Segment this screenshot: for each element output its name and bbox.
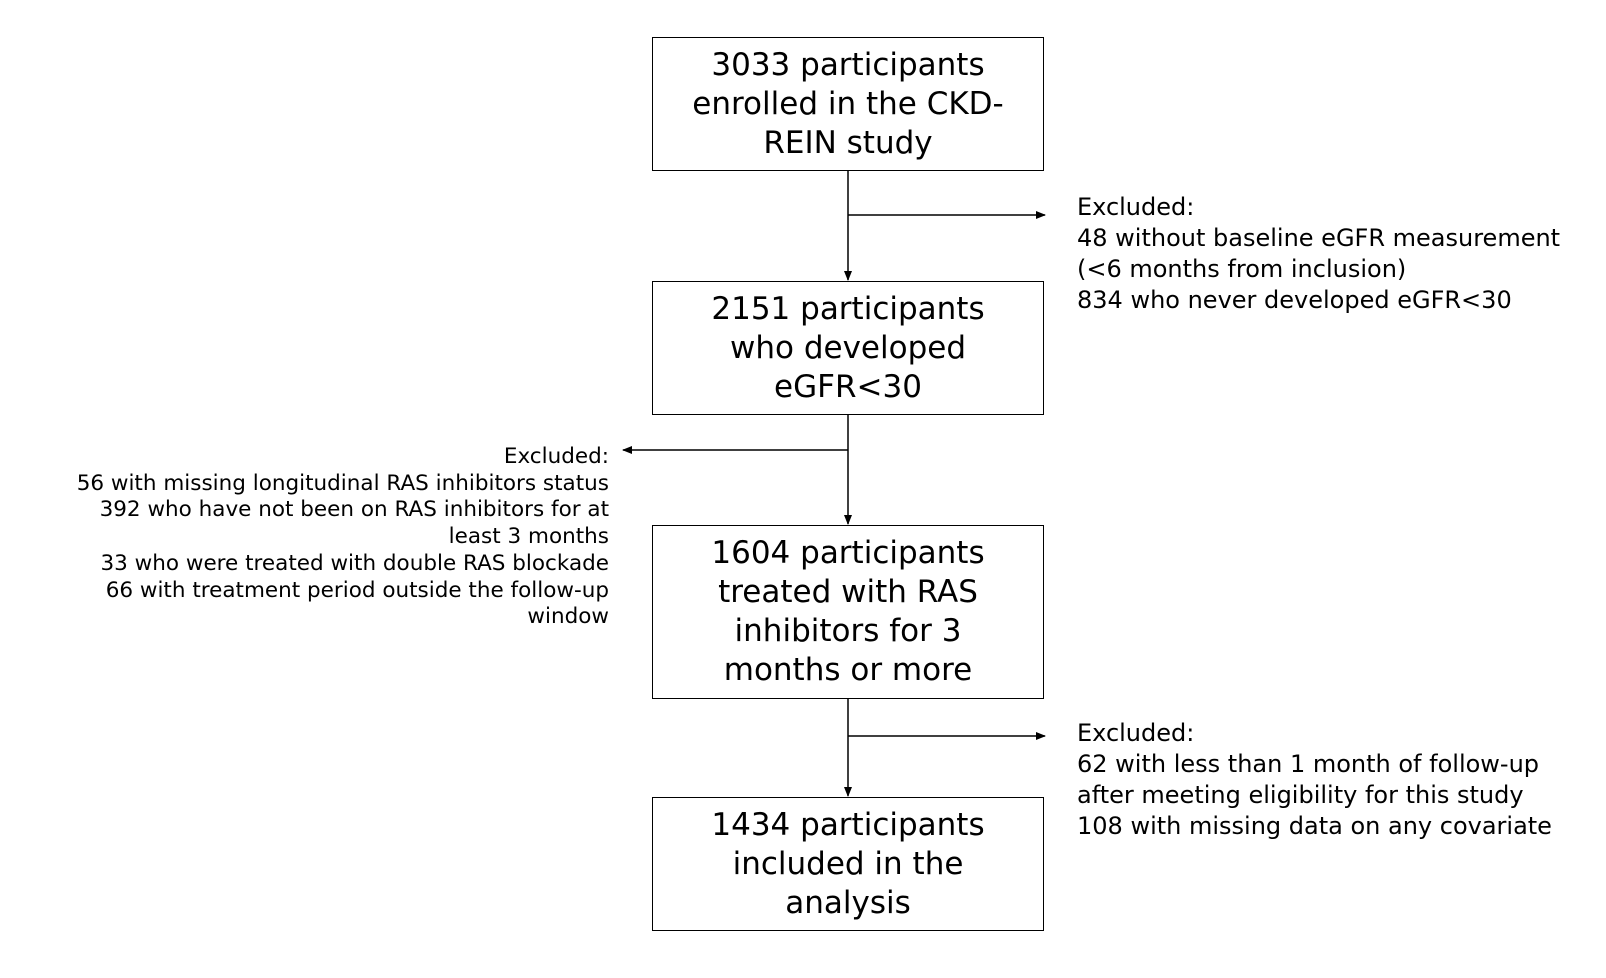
exclusion-1-line-1: 48 without baseline eGFR measurement xyxy=(1077,224,1561,252)
exclusion-note-3: Excluded: 62 with less than 1 month of f… xyxy=(1077,718,1552,842)
exclusion-1-line-2: (<6 months from inclusion) xyxy=(1077,255,1407,283)
exclusion-2-line-4: 33 who were treated with double RAS bloc… xyxy=(100,550,609,576)
exclusion-2-line-3: least 3 months xyxy=(448,524,609,550)
exclusion-2-heading: Excluded: xyxy=(503,444,609,469)
exclusion-note-1: Excluded: 48 without baseline eGFR measu… xyxy=(1077,192,1560,316)
exclusion-3-line-3: 108 with missing data on any covariate xyxy=(1077,812,1552,840)
exclusion-2-line-2: 392 who have not been on RAS inhibitors … xyxy=(99,497,609,523)
exclusion-2-line-6: window xyxy=(527,604,609,630)
exclusion-3-line-1: 62 with less than 1 month of follow-up xyxy=(1077,750,1540,778)
egfr-line-1: 2151 participants xyxy=(711,290,985,327)
exclusion-1-heading: Excluded: xyxy=(1077,193,1195,221)
ras-treated-box: 1604 participants treated with RAS inhib… xyxy=(652,525,1044,699)
exclusion-3-line-2: after meeting eligibility for this study xyxy=(1077,781,1524,809)
ras-treated-line-2: treated with RAS xyxy=(718,574,978,610)
enrolled-line-3: REIN study xyxy=(763,124,933,161)
exclusion-3-heading: Excluded: xyxy=(1077,719,1195,747)
analysis-box: 1434 participants included in the analys… xyxy=(652,797,1044,931)
egfr-box: 2151 participants who developed eGFR<30 xyxy=(652,281,1044,415)
exclusion-note-2: Excluded: 56 with missing longitudinal R… xyxy=(77,444,609,631)
ras-treated-line-3: inhibitors for 3 xyxy=(734,613,962,649)
exclusion-1-line-3: 834 who never developed eGFR<30 xyxy=(1077,286,1512,314)
ras-treated-line-4: months or more xyxy=(723,652,973,688)
analysis-line-2: included in the xyxy=(732,845,964,882)
enrolled-box: 3033 participants enrolled in the CKD- R… xyxy=(652,37,1044,171)
egfr-line-3: eGFR<30 xyxy=(774,368,922,405)
exclusion-2-line-5: 66 with treatment period outside the fol… xyxy=(105,577,609,603)
analysis-line-1: 1434 participants xyxy=(711,806,985,843)
exclusion-2-line-1: 56 with missing longitudinal RAS inhibit… xyxy=(76,470,609,496)
analysis-line-3: analysis xyxy=(785,884,911,921)
enrolled-line-2: enrolled in the CKD- xyxy=(692,85,1004,122)
egfr-line-2: who developed xyxy=(730,329,966,366)
ras-treated-line-1: 1604 participants xyxy=(711,535,985,571)
enrolled-line-1: 3033 participants xyxy=(711,46,985,83)
